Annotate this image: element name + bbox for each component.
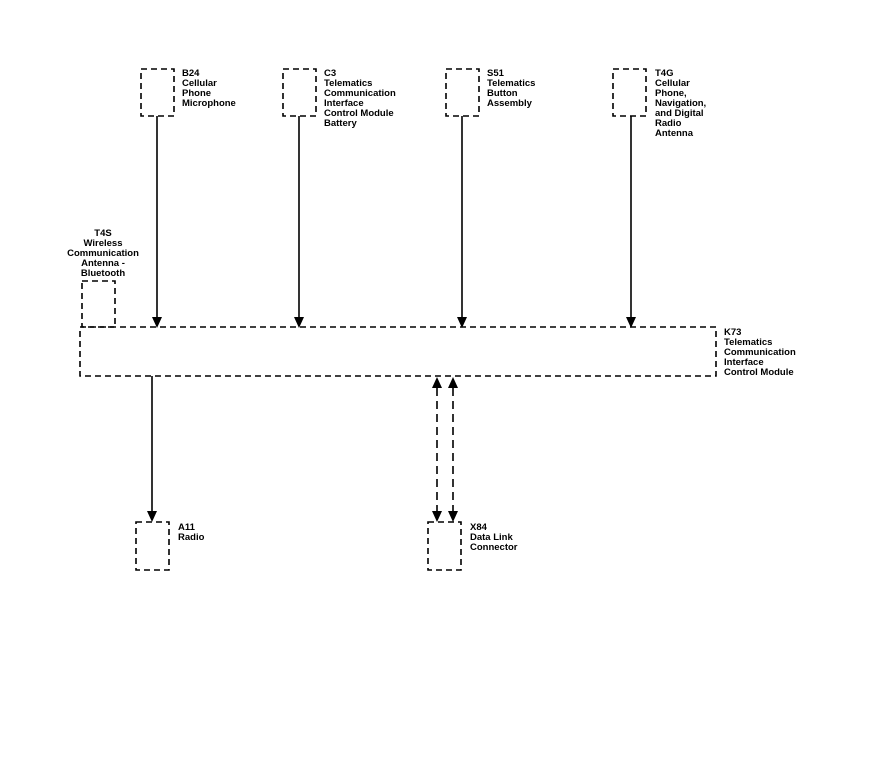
c3-box bbox=[282, 68, 317, 117]
x84-label-line: X84 bbox=[470, 522, 488, 533]
c3-label-line: Interface bbox=[324, 98, 364, 109]
k73-x84-right-up-arrowhead bbox=[448, 377, 458, 388]
x84-box bbox=[427, 521, 462, 571]
t4s-label-line: T4S bbox=[94, 228, 111, 239]
t4s-label-line: Bluetooth bbox=[81, 268, 126, 279]
b24-to-k73-arrowhead bbox=[152, 317, 162, 328]
k73-x84-left-down-arrowhead bbox=[432, 511, 442, 522]
t4g-to-k73-arrowhead bbox=[626, 317, 636, 328]
t4g-label-line: Antenna bbox=[655, 128, 694, 139]
a11-label-line: A11 bbox=[178, 522, 196, 533]
a11-label-line: Radio bbox=[178, 532, 205, 543]
c3-label-line: Control Module bbox=[324, 108, 394, 119]
b24-label-line: Cellular bbox=[182, 78, 217, 89]
k73-label-line: Communication bbox=[724, 347, 796, 358]
k73-to-a11-arrowhead bbox=[147, 511, 157, 522]
t4s-label-line: Wireless bbox=[84, 238, 123, 249]
c3-label-line: Telematics bbox=[324, 78, 372, 89]
k73-label-line: Interface bbox=[724, 357, 764, 368]
b24-label-line: Phone bbox=[182, 88, 211, 99]
c3-to-k73-arrowhead bbox=[294, 317, 304, 328]
c3-label-line: Battery bbox=[324, 118, 357, 129]
b24-label-line: Microphone bbox=[182, 98, 236, 109]
c3-label-line: Communication bbox=[324, 88, 396, 99]
a11-box bbox=[135, 521, 170, 571]
k73-module-box bbox=[79, 326, 717, 377]
s51-to-k73-arrowhead bbox=[457, 317, 467, 328]
t4s-box bbox=[81, 280, 116, 328]
c3-label-line: C3 bbox=[324, 68, 336, 79]
t4g-label-line: Navigation, bbox=[655, 98, 706, 109]
t4g-label-line: Cellular bbox=[655, 78, 690, 89]
s51-label-line: Assembly bbox=[487, 98, 533, 109]
t4g-label-line: T4G bbox=[655, 68, 673, 79]
s51-label-line: Button bbox=[487, 88, 518, 99]
k73-x84-right-down-arrowhead bbox=[448, 511, 458, 522]
t4g-box bbox=[612, 68, 647, 117]
k73-label-line: K73 bbox=[724, 327, 741, 338]
b24-label-line: B24 bbox=[182, 68, 200, 79]
s51-box bbox=[445, 68, 480, 117]
t4g-label-line: and Digital bbox=[655, 108, 704, 119]
t4g-label-line: Radio bbox=[655, 118, 682, 129]
t4g-label-line: Phone, bbox=[655, 88, 687, 99]
x84-label-line: Connector bbox=[470, 542, 518, 553]
k73-label-line: Control Module bbox=[724, 367, 794, 378]
b24-box bbox=[140, 68, 175, 117]
k73-x84-left-up-arrowhead bbox=[432, 377, 442, 388]
s51-label-line: S51 bbox=[487, 68, 505, 79]
t4s-label-line: Communication bbox=[67, 248, 139, 259]
s51-label-line: Telematics bbox=[487, 78, 535, 89]
k73-label-line: Telematics bbox=[724, 337, 772, 348]
t4s-label-line: Antenna - bbox=[81, 258, 125, 269]
x84-label-line: Data Link bbox=[470, 532, 513, 543]
